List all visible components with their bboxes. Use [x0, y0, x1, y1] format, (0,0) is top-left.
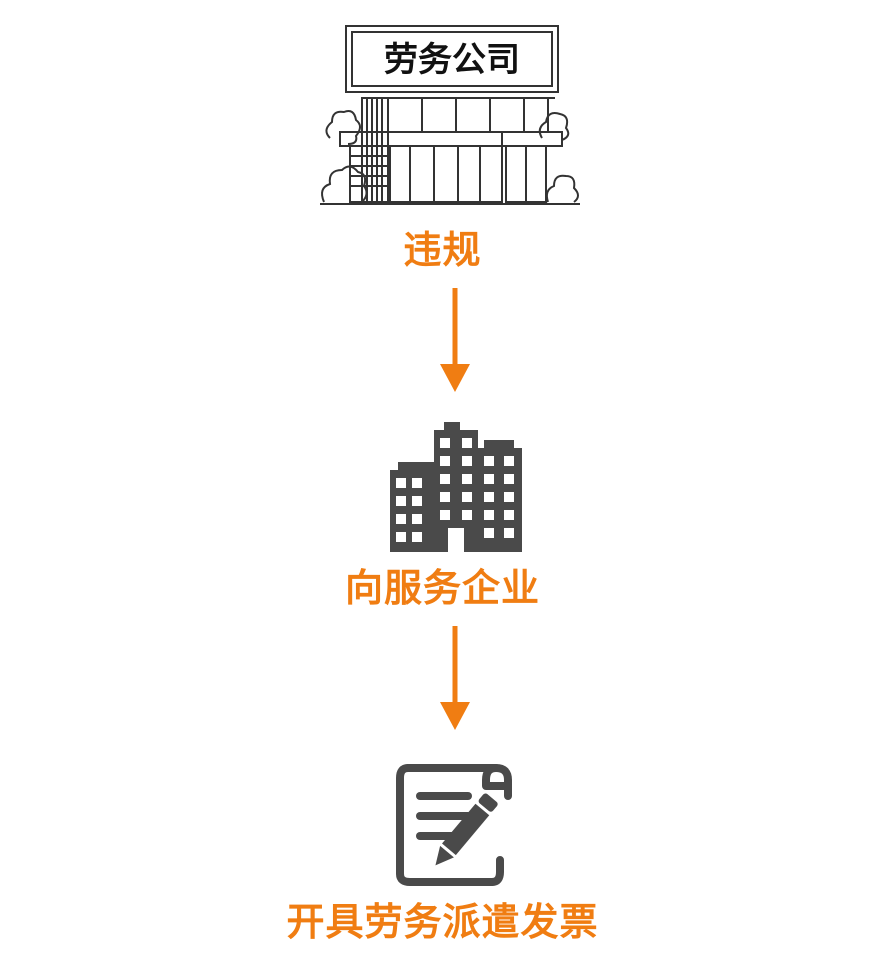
document-pen-icon	[396, 764, 512, 886]
office-towers-icon	[390, 422, 522, 552]
step-label-violation: 违规	[403, 228, 482, 272]
storefront-building-icon: 劳务公司	[320, 25, 580, 205]
invoice-node	[396, 756, 522, 886]
step-label-service-enterprise: 向服务企业	[344, 566, 540, 610]
service-enterprise-node	[388, 420, 524, 554]
sign-text: 劳务公司	[384, 40, 520, 80]
labor-company-node: 劳务公司	[310, 18, 585, 213]
arrow-down-icon	[440, 626, 470, 730]
step-label-issue-invoice: 开具劳务派遣发票	[286, 900, 599, 944]
arrow-down-icon	[440, 288, 470, 392]
